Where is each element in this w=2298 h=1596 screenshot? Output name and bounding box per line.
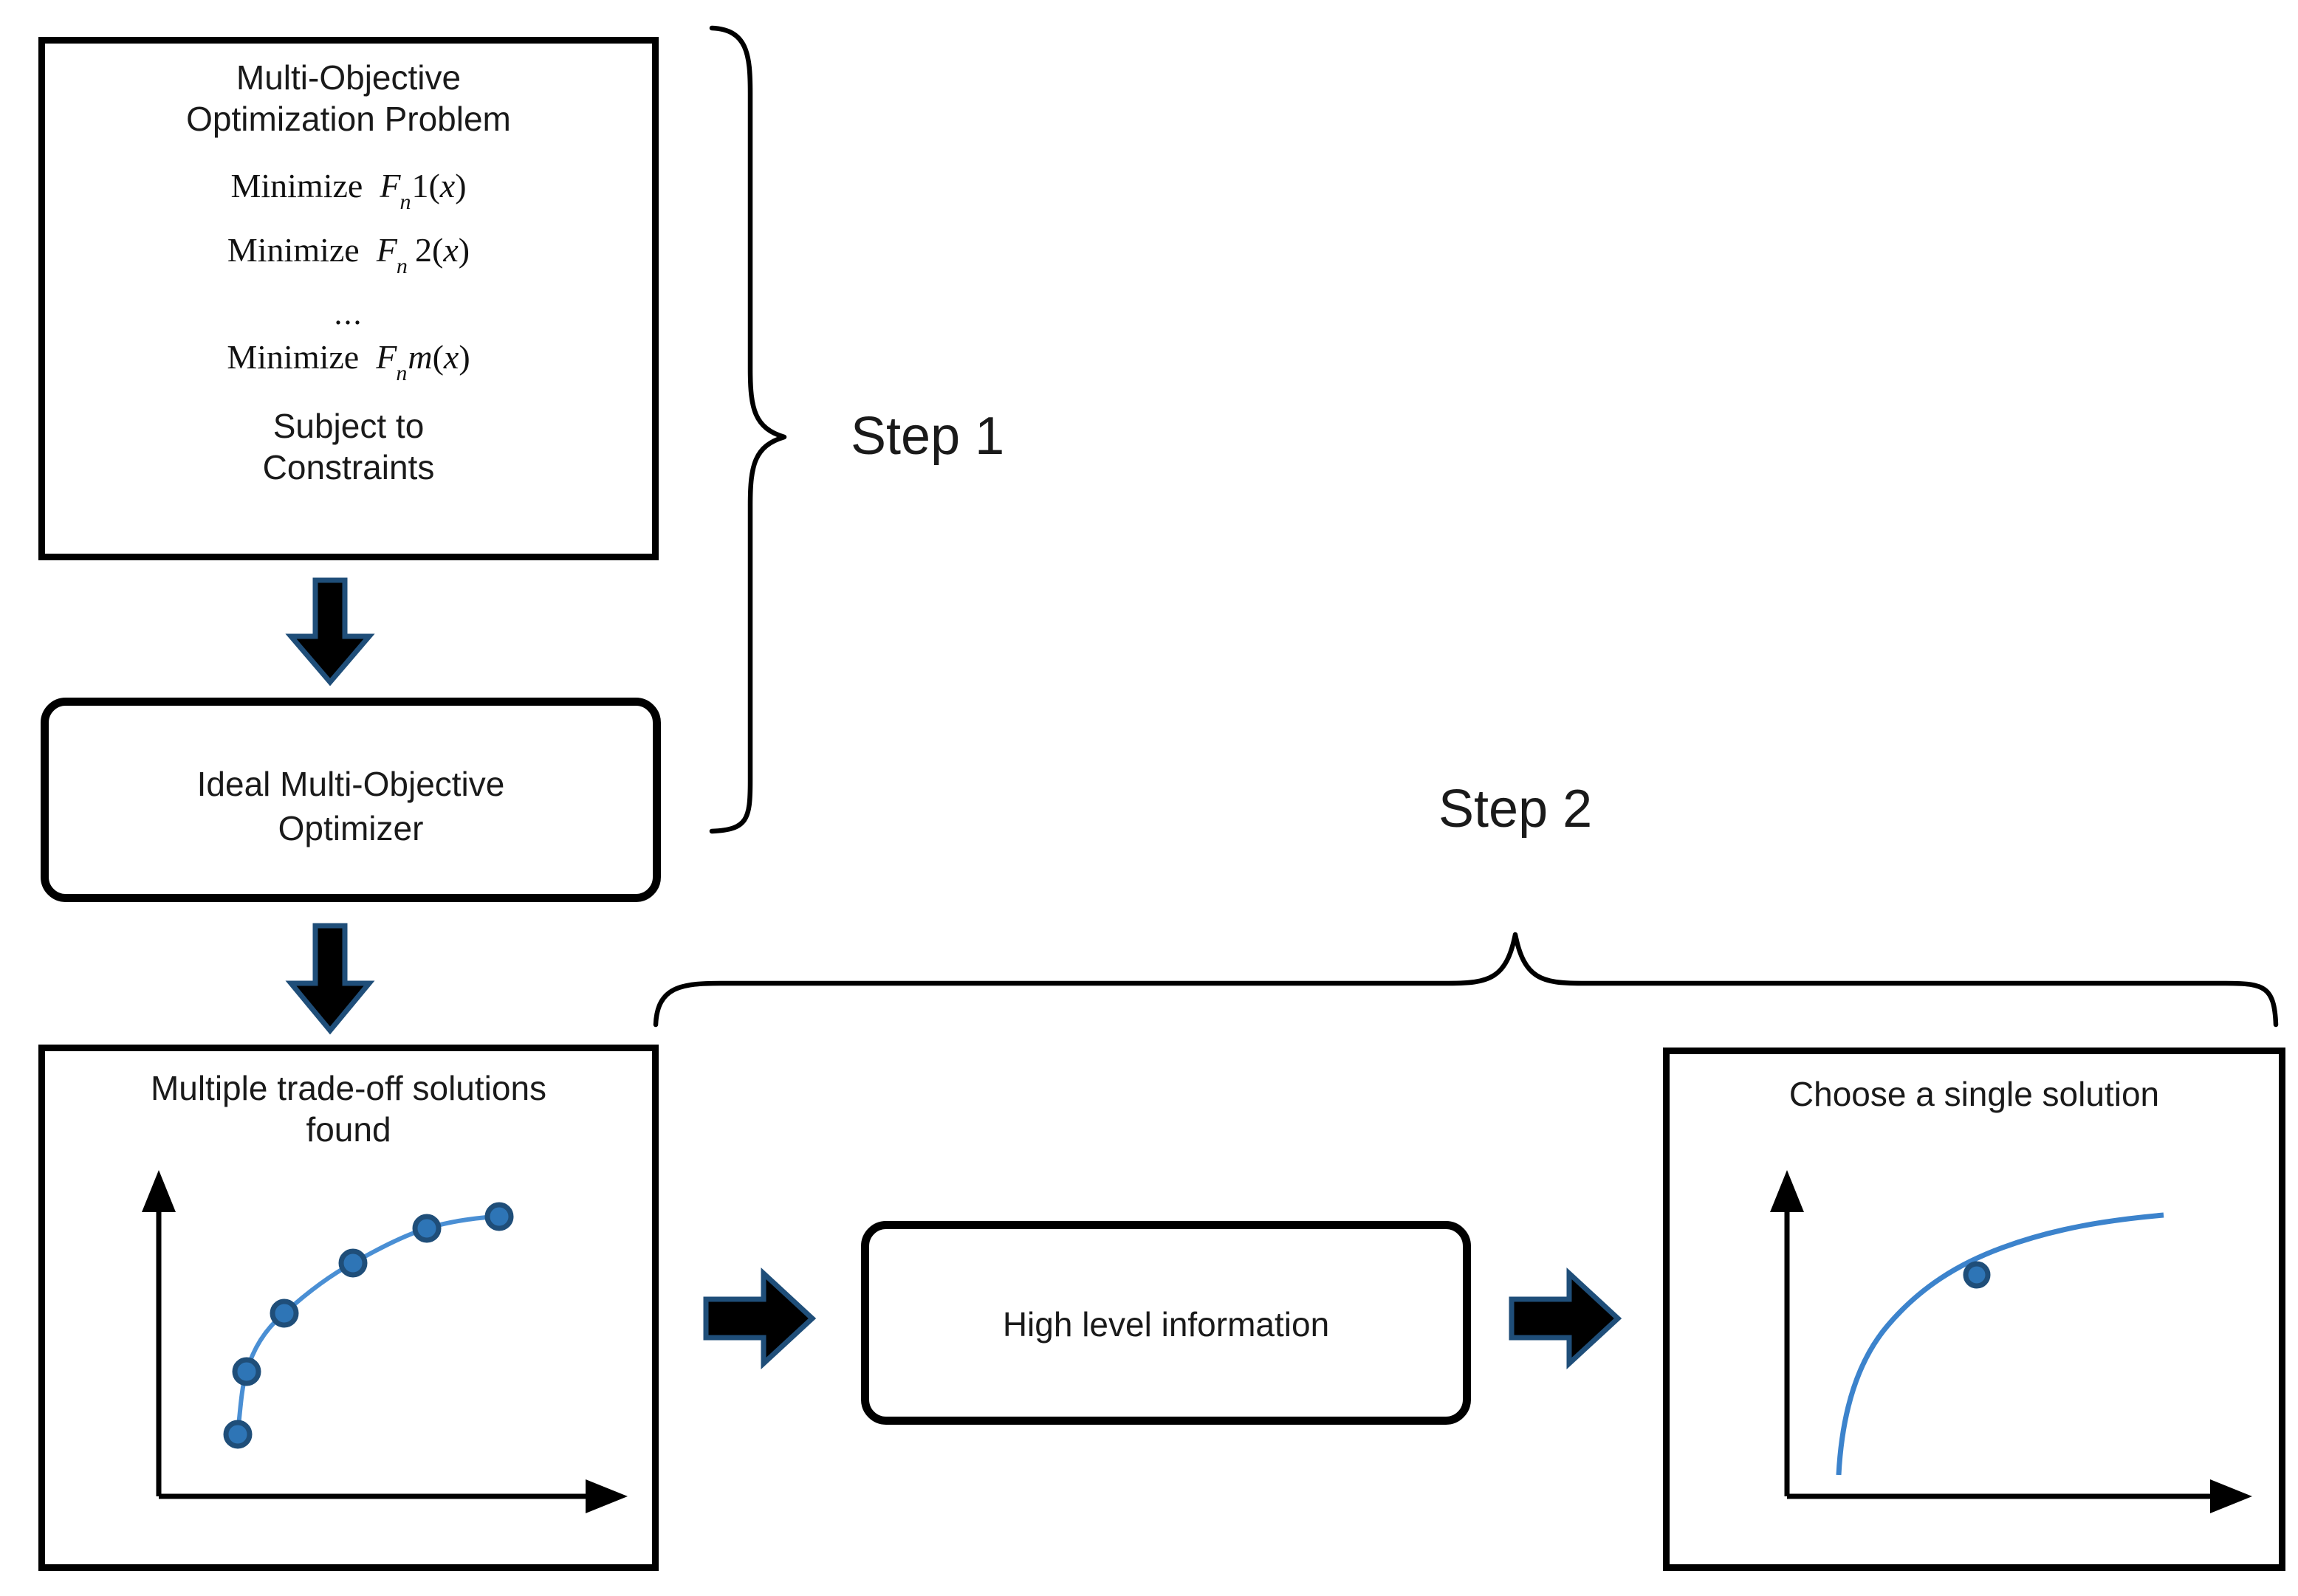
data-point: [412, 1214, 442, 1243]
objective-2-verb: Minimize: [227, 231, 360, 269]
objective-1-index: 1: [411, 167, 429, 204]
block-down-arrow-icon-1: [285, 577, 375, 687]
ideal-optimizer-box: Ideal Multi-Objective Optimizer: [41, 698, 661, 902]
objective-m-function: F: [376, 338, 397, 376]
objective-1-argument: (x): [428, 167, 467, 204]
objective-1-verb: Minimize: [230, 167, 363, 204]
constraints-label: Subject to Constraints: [45, 405, 652, 488]
data-point: [270, 1299, 299, 1328]
objective-1-subscript: n: [399, 190, 411, 215]
objective-1: Minimize Fn1(x): [45, 167, 652, 214]
tradeoff-pareto-scatter: [142, 1170, 628, 1513]
problem-definition-box: Multi-Objective Optimization Problem Min…: [38, 37, 659, 560]
tradeoff-title-line-2: found: [306, 1110, 391, 1149]
objective-2-subscript: n: [396, 254, 408, 279]
optimizer-label: Ideal Multi-Objective Optimizer: [49, 763, 653, 851]
single-solution-curve: [1770, 1170, 2252, 1513]
block-right-arrow-icon-2: [1509, 1267, 1622, 1370]
data-point: [484, 1202, 514, 1231]
objective-m-subscript: n: [396, 361, 408, 386]
choose-single-solution-box: Choose a single solution: [1663, 1048, 2285, 1571]
constraints-line-1: Subject to: [272, 407, 425, 445]
problem-box-heading: Multi-Objective Optimization Problem: [45, 57, 652, 140]
objective-m-index: m: [408, 338, 433, 376]
heading-line-2: Optimization Problem: [186, 100, 511, 139]
high-level-information-box: High level information: [861, 1221, 1471, 1425]
objective-m-verb: Minimize: [227, 338, 360, 376]
tradeoff-box-title: Multiple trade-off solutions found: [45, 1067, 652, 1150]
step-1-label: Step 1: [851, 407, 1005, 466]
objective-m-argument: (x): [432, 338, 470, 376]
high-level-information-label: High level information: [1002, 1305, 1330, 1344]
objective-2: Minimize Fn 2(x): [45, 231, 652, 278]
block-right-arrow-icon-1: [703, 1267, 817, 1370]
heading-line-1: Multi-Objective: [236, 58, 462, 97]
data-point: [338, 1248, 368, 1278]
step-2-label: Step 2: [1438, 780, 1593, 839]
objective-2-function: F: [376, 231, 397, 269]
tradeoff-title-line-1: Multiple trade-off solutions: [150, 1069, 547, 1107]
optimizer-line-1: Ideal Multi-Objective: [196, 765, 505, 803]
objective-m: Minimize Fnm(x): [45, 338, 652, 385]
objective-ellipsis: ...: [334, 295, 363, 331]
data-point: [232, 1357, 261, 1386]
objective-1-function: F: [380, 167, 401, 204]
optimizer-line-2: Optimizer: [278, 808, 424, 847]
block-down-arrow-icon-2: [285, 923, 375, 1035]
single-solution-title: Choose a single solution: [1788, 1075, 2160, 1113]
objective-2-index: 2: [415, 231, 433, 269]
data-point: [223, 1420, 253, 1449]
horizontal-curly-brace-icon-step2: [653, 932, 2279, 1028]
constraints-line-2: Constraints: [262, 448, 435, 487]
tradeoff-solutions-box: Multiple trade-off solutions found: [38, 1045, 659, 1571]
objective-2-argument: (x): [432, 231, 470, 269]
selected-data-point: [1963, 1261, 1991, 1289]
vertical-curly-brace-icon-step1: [709, 25, 787, 834]
